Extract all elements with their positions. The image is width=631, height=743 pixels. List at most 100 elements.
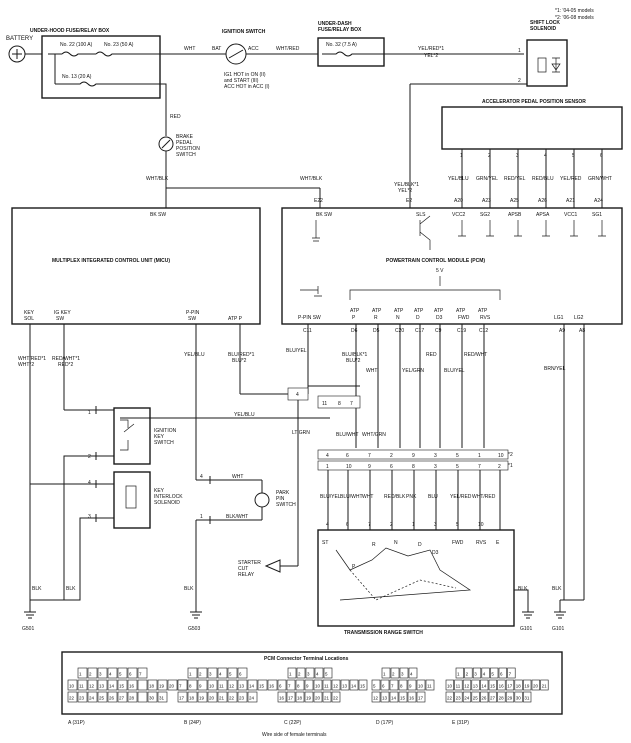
pcm-terminal-cell xyxy=(87,691,98,703)
pcm-terminal-number: 10 xyxy=(69,684,75,689)
pcm-bottom-name: ATP xyxy=(394,308,404,314)
fuse-32-label: No. 32 (7.5 A) xyxy=(326,42,357,48)
pcm-terminal-number: 10 xyxy=(315,684,321,689)
park-pin-1: 1 xyxy=(200,514,203,520)
pcm-connector-title: PCM Connector Terminal Locations xyxy=(264,656,349,662)
pcm-terminal-cell xyxy=(455,667,464,679)
pcm-terminal-cell xyxy=(480,679,489,691)
pcm-terminal-cell xyxy=(523,691,532,703)
pcm-terminal-cell xyxy=(480,691,489,703)
shift-lock-solenoid xyxy=(526,39,568,87)
trs-position-label: R xyxy=(372,542,376,548)
pcm-terminal-number: 11 xyxy=(456,684,461,689)
pcm-bottom-name: ATP xyxy=(372,308,382,314)
key-sol-label-2: INTERLOCK xyxy=(154,494,183,500)
pcm-terminal-cell xyxy=(531,679,540,691)
wire-blk-wht-label: BLK/WHT xyxy=(226,514,248,520)
pcm-terminal-number: 22 xyxy=(69,696,75,701)
pcm-terminal-cell xyxy=(247,691,258,703)
ign-key-label-3: SWITCH xyxy=(154,440,174,446)
wire-yel-blu-label: YEL/BLU xyxy=(184,352,205,358)
wire-red-wht-label: RED/WHT xyxy=(464,352,487,358)
pcm-terminal-cell xyxy=(371,679,381,691)
pcm-terminal-number: 1 xyxy=(79,672,82,677)
pcm-terminal-cell xyxy=(471,691,480,703)
pcm-bottom-name: D xyxy=(416,315,420,321)
pcm-terminal-number: 4 xyxy=(316,672,319,677)
pcm-terminal-number: 11 xyxy=(324,684,329,689)
pcm-bottom-name: ATP xyxy=(478,308,488,314)
mid-connector-pin: 6 xyxy=(346,453,349,459)
pcm-terminal-number: 14 xyxy=(391,696,397,701)
pcm-bottom-name: ATP xyxy=(414,308,424,314)
pcm-terminal-number: 15 xyxy=(400,696,406,701)
micu-key-sol-1: KEY xyxy=(24,310,35,316)
pcm-terminal-cell xyxy=(462,691,472,703)
pcm-terminal-cell xyxy=(331,679,341,691)
pcm-terminal-cell xyxy=(247,679,258,691)
micu-atp-p: ATP P xyxy=(228,316,243,322)
pcm-terminal-cell xyxy=(416,691,426,703)
pcm-bottom-name: P-PIN SW xyxy=(298,315,321,321)
key-sol-label-3: SOLENOID xyxy=(154,500,180,506)
app-sensor-title: ACCELERATOR PEDAL POSITION SENSOR xyxy=(482,99,586,105)
pcm-terminal-cell xyxy=(127,691,138,703)
pcm-e2-label: E2 xyxy=(406,198,412,204)
pcm-terminal-cell xyxy=(157,679,168,691)
sw1-pin-2: 2 xyxy=(88,454,91,460)
pcm-bk-sw-label: BK SW xyxy=(316,212,332,218)
pcm-terminal-number: 18 xyxy=(189,696,195,701)
shift-lock-title-2: SOLENOID xyxy=(530,26,557,32)
pcm-terminal-cell xyxy=(498,667,507,679)
fuse-23-label: No. 23 (50 A) xyxy=(104,42,134,48)
app-sensor-group: 1YEL/BLU2GRN/YEL3RED/YEL4RED/BLU5YEL/RED… xyxy=(448,149,612,208)
pcm-terminal-cell xyxy=(488,691,497,703)
connector-4-pin: 4 xyxy=(287,387,309,401)
mid-connector-pin: 10 xyxy=(498,453,504,459)
pcm-terminal-number: 24 xyxy=(249,696,255,701)
mid-connector-pin: 2 xyxy=(390,453,393,459)
ignition-note-2: and START (III) xyxy=(224,78,259,84)
pcm-terminal-number: 27 xyxy=(490,696,496,701)
pcm-terminal-number: 4 xyxy=(219,672,222,677)
brake-label-3: POSITION xyxy=(176,146,200,152)
pcm-terminal-number: 24 xyxy=(89,696,95,701)
wire-blu-red-label-1: BLU/RED*1 xyxy=(228,352,255,358)
ignition-key-switch-box xyxy=(113,407,151,465)
top-connector-pin: 7 xyxy=(350,401,353,407)
mid-connector-pin: 8 xyxy=(412,464,415,470)
pcm-terminal-number: 4 xyxy=(109,672,112,677)
pcm-terminal-number: 21 xyxy=(324,696,330,701)
trs-pin-label: 4 xyxy=(326,522,329,528)
pcm-terminal-cell xyxy=(77,691,88,703)
pcm-terminal-cell xyxy=(167,679,178,691)
pcm-terminal-cell xyxy=(257,679,268,691)
pcm-internal-lead xyxy=(514,220,522,237)
pcm-terminal-number: 7 xyxy=(179,684,182,689)
pcm-bottom-terminal: D5 xyxy=(373,328,380,334)
pcm-terminal-number: 20 xyxy=(169,684,175,689)
ground-label: G501 xyxy=(22,626,34,632)
pcm-terminal-number: 25 xyxy=(99,696,105,701)
ignition-key-switch-symbol xyxy=(120,419,135,451)
fuse-32-symbol xyxy=(322,51,524,57)
pcm-terminal-number: 9 xyxy=(306,684,309,689)
pcm-terminal-cell xyxy=(77,667,88,679)
mid-connector-pin: 10 xyxy=(346,464,352,470)
pcm-terminal-number: 13 xyxy=(342,684,348,689)
trs-pin-label: 10 xyxy=(478,522,484,528)
pcm-terminal-number: 26 xyxy=(481,696,487,701)
micu-ig-key-1: IG KEY xyxy=(54,310,71,316)
pcm-terminal-number: 3 xyxy=(209,672,212,677)
wire-yel-2-label: YEL*2 xyxy=(424,53,438,59)
pcm-terminal-cell xyxy=(507,667,516,679)
pcm-terminal-number: 3 xyxy=(474,672,477,677)
wire-key-sol-label-2: WHT*2 xyxy=(18,362,34,368)
pcm-terminal-cell xyxy=(445,679,454,691)
pcm-terminal-cell xyxy=(97,667,108,679)
pcm-terminal-number: 10 xyxy=(418,684,424,689)
pcm-top-name: VCC2 xyxy=(452,212,466,218)
pcm-terminal-cell xyxy=(187,679,198,691)
mid-connector-pin: 3 xyxy=(434,453,437,459)
pcm-terminal-cell xyxy=(416,679,426,691)
